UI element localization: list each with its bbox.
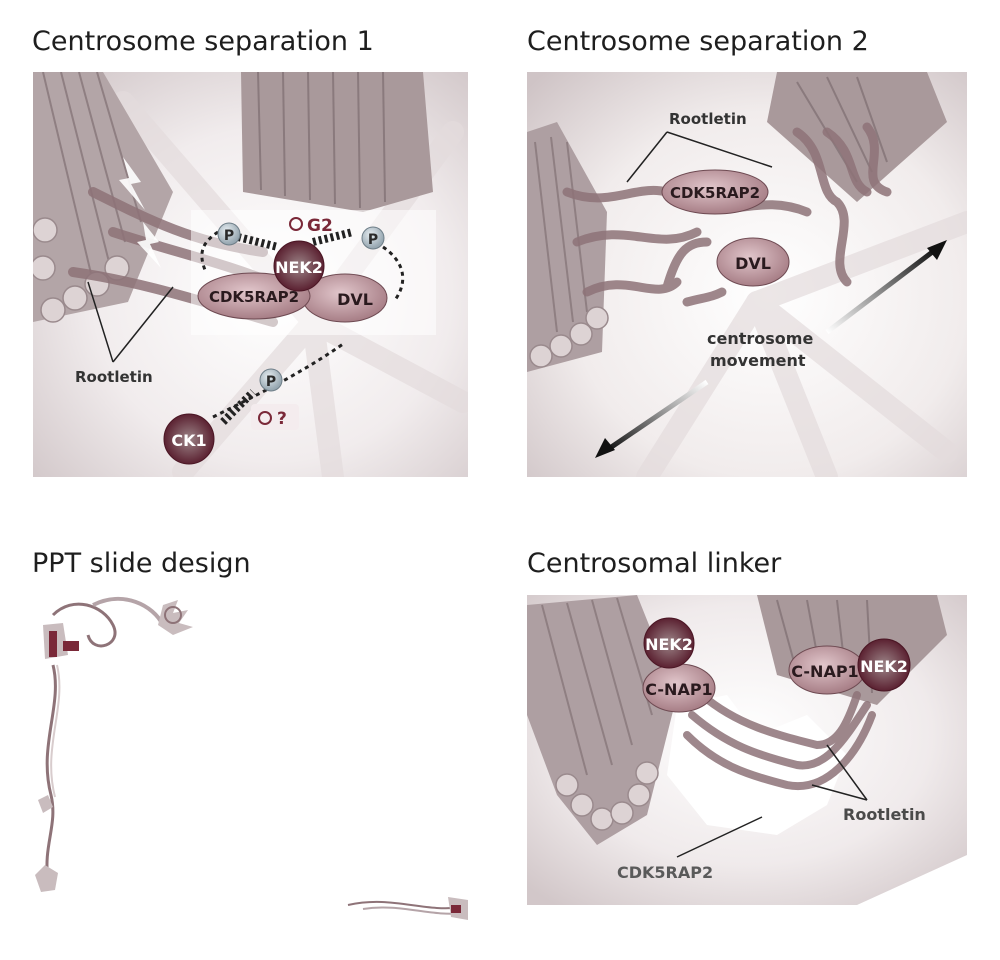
label-cdk5rap2: CDK5RAP2 (617, 863, 713, 882)
label-nek2-left: NEK2 (645, 635, 693, 654)
label-movement-line1: centrosome (707, 329, 813, 348)
top-centriole (241, 72, 433, 212)
panel-centrosome-separation-2: Rootletin CDK5RAP2 DVL centrosome moveme… (527, 72, 967, 477)
panel-title-sep1: Centrosome separation 1 (32, 26, 374, 57)
label-ck1: CK1 (171, 431, 206, 450)
phospho-left-label: P (224, 228, 234, 244)
lightning-icon (119, 157, 161, 268)
label-nek2: NEK2 (275, 258, 323, 277)
label-g2: G2 (307, 216, 333, 236)
label-cdk5rap2: CDK5RAP2 (209, 288, 299, 306)
phospho-right (361, 226, 385, 250)
protein-nek2-right (857, 638, 911, 692)
phospho-right-label: P (368, 232, 378, 248)
protein-dvl (716, 237, 790, 287)
corner-ornament (35, 596, 193, 892)
label-unknown-phase: ? (277, 409, 287, 429)
label-cnap1-right: C-NAP1 (791, 662, 858, 681)
bottom-flourish (347, 897, 468, 920)
separation1-illustration: G2 P P P DVL CDK5RAP2 NEK2 CK1 ? Rootlet… (33, 72, 468, 477)
movement-arrow-down (595, 379, 709, 458)
rootletin-fibers (562, 122, 892, 307)
label-rootletin: Rootletin (843, 805, 926, 824)
phospho-bottom-label: P (266, 374, 276, 390)
label-cdk5rap2: CDK5RAP2 (670, 184, 760, 202)
panel-title-linker: Centrosomal linker (527, 548, 782, 579)
label-rootletin: Rootletin (669, 110, 747, 128)
panel-title-ppt: PPT slide design (32, 548, 251, 579)
panel-centrosomal-linker: C-NAP1 NEK2 C-NAP1 NEK2 Rootletin CDK5RA… (527, 595, 967, 905)
label-dvl: DVL (337, 290, 373, 309)
rootletin-fibers (683, 691, 876, 791)
label-movement-line2: movement (710, 351, 806, 370)
panel-centrosome-separation-1: G2 P P P DVL CDK5RAP2 NEK2 CK1 ? Rootlet… (33, 72, 468, 477)
label-nek2-right: NEK2 (860, 657, 908, 676)
panel-title-sep2: Centrosome separation 2 (527, 26, 869, 57)
protein-ck1 (163, 413, 215, 465)
left-centriole (527, 122, 609, 372)
protein-nek2 (273, 240, 325, 292)
linker-illustration: C-NAP1 NEK2 C-NAP1 NEK2 Rootletin CDK5RA… (527, 595, 967, 905)
protein-nek2-left (643, 617, 695, 669)
phospho-left (217, 222, 241, 246)
protein-cdk5rap2 (661, 169, 769, 215)
label-dvl: DVL (735, 254, 771, 273)
ppt-ornament-illustration (35, 596, 468, 920)
label-cnap1-left: C-NAP1 (645, 680, 712, 699)
separation2-illustration: Rootletin CDK5RAP2 DVL centrosome moveme… (527, 72, 967, 477)
timer-icon (289, 217, 303, 231)
phospho-bottom (259, 368, 283, 392)
timer-unknown-icon (258, 411, 272, 425)
label-rootletin: Rootletin (75, 368, 153, 386)
movement-arrow-up (825, 240, 947, 334)
panel-ppt-slide-design (33, 595, 468, 925)
left-centriole (527, 595, 677, 845)
